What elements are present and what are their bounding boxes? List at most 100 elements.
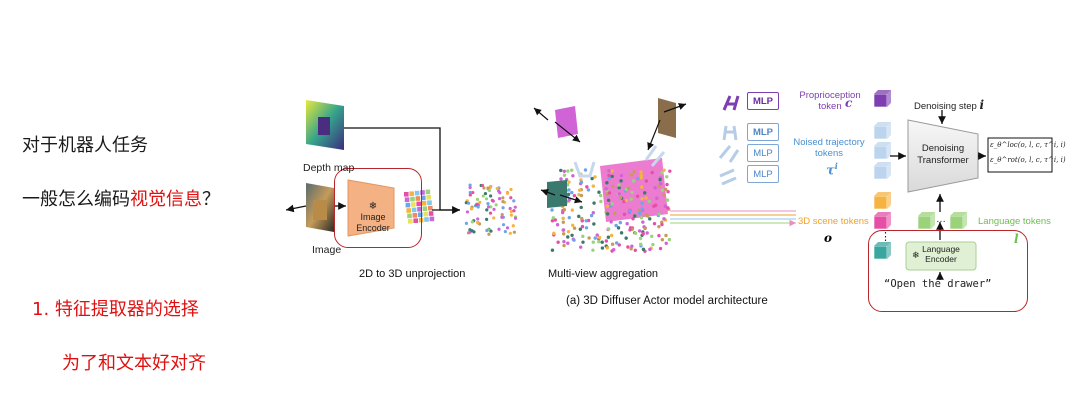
question-suffix: ？ — [202, 189, 220, 210]
cloud-point — [605, 212, 610, 216]
cloud-point — [660, 171, 664, 175]
cloud-point — [472, 230, 476, 234]
cloud-point — [610, 242, 615, 246]
cloud-point — [490, 198, 494, 202]
cloud-point — [643, 191, 647, 195]
feature-cell — [408, 219, 413, 224]
cloud-point — [614, 223, 618, 228]
feature-cell — [406, 208, 411, 213]
cloud-point — [664, 241, 668, 245]
scene-token-cube-1 — [873, 192, 891, 210]
token-cubes — [873, 90, 967, 260]
point-cloud-small — [464, 183, 518, 236]
cloud-point — [628, 228, 632, 232]
point-cloud-aggregated — [550, 145, 672, 253]
cloud-point — [551, 216, 556, 220]
cloud-point — [605, 204, 610, 208]
cloud-point — [591, 184, 596, 188]
feature-cell — [414, 190, 420, 196]
proprio-token-cube — [873, 90, 891, 108]
cloud-point — [561, 216, 565, 221]
cloud-point — [651, 242, 655, 247]
feature-cell — [425, 189, 431, 195]
cloud-point — [641, 232, 645, 236]
cloud-point — [629, 197, 633, 202]
cloud-point — [498, 191, 502, 195]
cloud-point — [570, 233, 574, 237]
cloud-point — [577, 214, 581, 219]
cloud-point — [629, 247, 633, 251]
cloud-point — [665, 182, 669, 187]
cloud-point — [512, 230, 517, 234]
cloud-point — [652, 221, 657, 226]
cloud-point — [641, 247, 646, 252]
output-rot: ε_θ^rot(o, l, c, τ^i, i) — [990, 156, 1066, 164]
proprioception-symbol: c — [845, 96, 853, 110]
token-vdots: ⋮ — [880, 231, 891, 243]
cloud-point — [561, 220, 566, 224]
feature-cell — [413, 218, 418, 223]
language-symbol: l — [1014, 232, 1019, 246]
cloud-point — [666, 190, 670, 194]
scene-symbol: o — [824, 231, 833, 245]
cloud-point — [660, 222, 664, 227]
cloud-point — [587, 236, 591, 240]
cloud-point — [604, 187, 608, 191]
cloud-point — [511, 224, 515, 228]
cloud-point — [619, 173, 624, 178]
mlp-box-1: MLP — [747, 123, 779, 141]
cloud-point — [641, 220, 645, 224]
question-highlight: 视觉信息 — [130, 189, 202, 210]
cloud-point — [480, 183, 485, 188]
cabinet-shape — [600, 158, 668, 222]
cloud-point — [497, 197, 502, 201]
cloud-point — [592, 222, 596, 226]
cloud-point — [590, 176, 594, 181]
cloud-point — [567, 215, 572, 220]
image-encoder-shape — [347, 179, 395, 237]
cloud-point — [471, 190, 475, 195]
cloud-point — [619, 179, 623, 183]
feature-cell — [423, 211, 428, 217]
language-encoder-label: ❄Language Encoder — [912, 244, 960, 264]
feature-cell — [407, 213, 412, 219]
cloud-point — [650, 234, 654, 238]
cloud-point — [633, 231, 638, 236]
cloud-point — [591, 248, 595, 252]
cloud-point — [617, 192, 621, 196]
feature-cell — [420, 190, 425, 195]
unprojection-caption: 2D to 3D unprojection — [359, 268, 466, 280]
cloud-point — [580, 224, 585, 229]
cloud-point — [637, 211, 642, 215]
cloud-point — [606, 235, 611, 239]
feature-cell — [429, 216, 435, 222]
cloud-point — [566, 192, 571, 197]
cloud-point — [561, 228, 566, 232]
cloud-point — [580, 216, 584, 221]
cloud-point — [644, 196, 648, 200]
cloud-point — [612, 248, 616, 252]
cloud-point — [591, 240, 596, 244]
cloud-point — [559, 168, 563, 173]
camera-view-3 — [647, 98, 687, 151]
cloud-point — [607, 169, 611, 173]
cloud-point — [647, 199, 651, 204]
cloud-point — [598, 193, 603, 198]
cloud-point — [579, 180, 584, 184]
gripper-in-scene-icon — [573, 161, 596, 178]
cloud-point — [639, 242, 643, 247]
cloud-point — [478, 200, 482, 204]
gripper-blue-icon-3 — [719, 168, 737, 186]
cloud-point — [476, 217, 480, 221]
cloud-point — [482, 186, 486, 190]
denoising-transformer-label: Denoising Transformer — [917, 143, 969, 166]
cloud-point — [562, 169, 567, 174]
cloud-point — [481, 194, 485, 198]
cloud-point — [584, 226, 589, 230]
cloud-point — [469, 207, 474, 211]
cloud-point — [488, 185, 493, 189]
cloud-point — [662, 217, 666, 221]
cloud-point — [638, 236, 643, 241]
cloud-point — [509, 196, 513, 200]
cloud-point — [570, 208, 575, 212]
